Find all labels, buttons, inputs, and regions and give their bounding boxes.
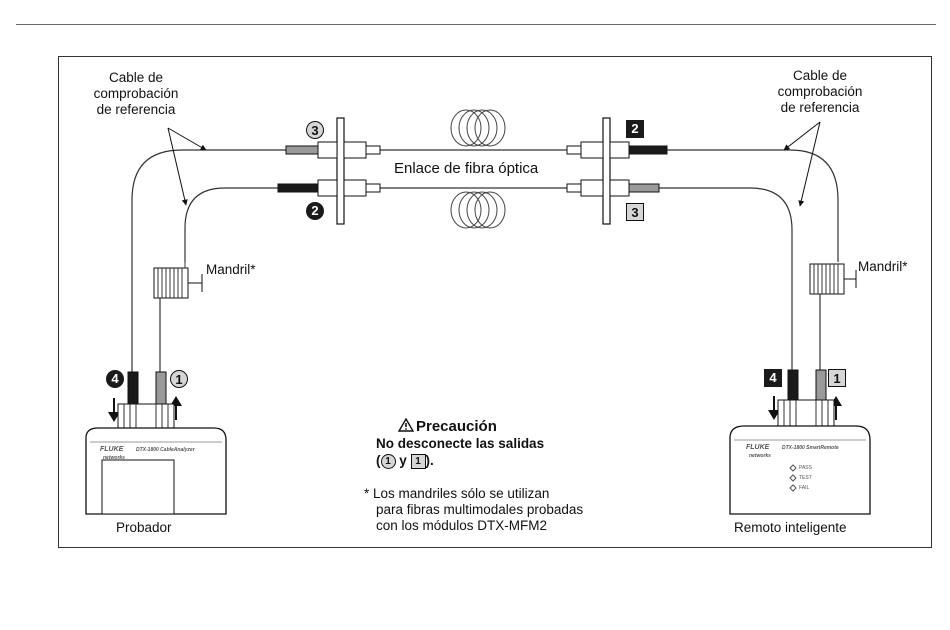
mandrel-label-right: Mandril* [858, 259, 908, 274]
caution-mid: y [395, 453, 411, 468]
fiber-link-label: Enlace de fibra óptica [394, 160, 539, 177]
tester-brand-logo: FLUKE [100, 446, 124, 453]
footnote-line1: * Los mandriles sólo se utilizan [364, 486, 654, 502]
warning-triangle-icon [398, 418, 414, 432]
caution-close-paren: ). [425, 453, 434, 468]
footnote-line1-text: Los mandriles sólo se utilizan [373, 486, 550, 501]
diagram-frame [58, 56, 932, 548]
ref-cable-left-inner-upper [184, 187, 296, 262]
badge-right-top: 2 [626, 120, 644, 138]
arrow-down-icon [768, 396, 780, 420]
left-patch-panel [277, 117, 381, 225]
top-rule [16, 24, 936, 25]
caution-title: Precaución [416, 418, 497, 435]
remote-led-pass: PASS [799, 465, 812, 471]
remote-device [729, 399, 871, 515]
ref-cable-label-left-line2: comprobación [93, 86, 179, 101]
tester-label: Probador [116, 520, 172, 535]
caution-block: Precaución No desconecte las salidas (1 … [376, 418, 636, 469]
ref-cable-label-right-line2: comprobación [777, 84, 863, 99]
badge-remote-4: 4 [764, 369, 782, 387]
caution-title-row: Precaución [376, 418, 636, 435]
footnote-line3: con los módulos DTX-MFM2 [376, 518, 548, 533]
remote-label: Remoto inteligente [734, 520, 847, 535]
ref-cable-right-inner-upper [660, 149, 839, 262]
caution-ref-circle: 1 [380, 454, 396, 469]
ref-cable-label-right-line1: Cable de [792, 68, 848, 83]
mandrel-label-left: Mandril* [206, 262, 256, 277]
ref-cable-label-right-line3: de referencia [780, 100, 860, 115]
badge-right-bottom: 3 [626, 203, 644, 221]
tester-device [85, 403, 227, 515]
remote-model: DTX-1800 SmartRemote [782, 445, 839, 451]
fiber-coil-icon [450, 109, 506, 229]
ref-cable-label-left: Cable de comprobación de referencia [76, 70, 196, 118]
ref-cable-left-outer [131, 149, 296, 372]
badge-tester-4: 4 [106, 370, 124, 388]
tester-brand-sub: networks [103, 455, 125, 461]
remote-brand-logo: FLUKE [746, 444, 770, 451]
right-patch-panel [566, 117, 668, 225]
caution-open-paren: ( [376, 453, 381, 468]
tester-model: DTX-1800 CableAnalyzer [136, 447, 195, 453]
ref-cable-label-right: Cable de comprobación de referencia [760, 68, 880, 116]
caution-line1: No desconecte las salidas [376, 436, 545, 451]
caution-line2: (1 y 1). [376, 452, 636, 469]
ref-cable-right-outer [652, 187, 793, 372]
footnote-marker: * [364, 486, 370, 501]
badge-left-bottom: 2 [306, 202, 324, 220]
remote-led-fail: FAIL [799, 485, 810, 491]
remote-led-test: TEST [799, 475, 812, 481]
ref-cable-label-left-line1: Cable de [108, 70, 164, 85]
remote-brand-sub: networks [749, 453, 771, 459]
badge-left-top: 3 [306, 121, 324, 139]
mandrel-left-icon [153, 262, 203, 310]
caution-ref-square: 1 [410, 454, 426, 469]
badge-tester-1: 1 [170, 370, 188, 388]
mandrel-right-icon [809, 263, 857, 300]
arrow-down-icon [108, 398, 120, 422]
ref-cable-label-left-line3: de referencia [96, 102, 176, 117]
footnote: * Los mandriles sólo se utilizan para fi… [364, 486, 654, 534]
footnote-line2: para fibras multimodales probadas [376, 502, 584, 517]
badge-remote-1: 1 [828, 369, 846, 387]
